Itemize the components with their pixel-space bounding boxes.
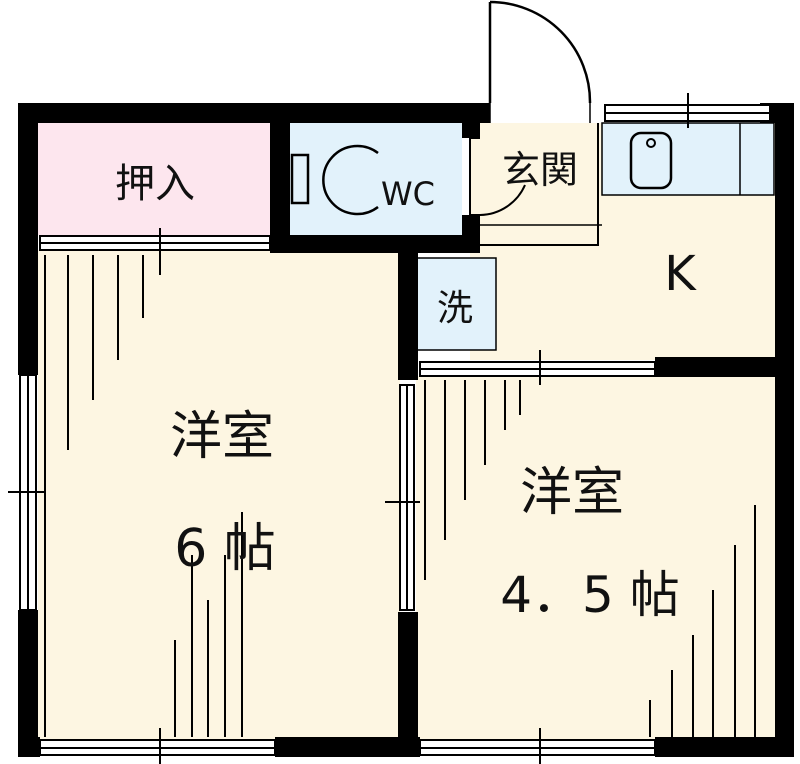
toilet-label: WC: [381, 175, 435, 213]
flooring-lines: [44, 255, 756, 737]
toilet-icon: [290, 144, 379, 216]
western-room-1-label: 洋室: [170, 407, 274, 467]
western-room-2-label: 洋室: [520, 463, 624, 523]
toilet-floor: [290, 123, 462, 235]
room-western-2-floor: [416, 376, 776, 740]
western-room-2-size: 4．5 帖: [500, 566, 680, 624]
kitchen-counter: [601, 122, 775, 196]
closet-floor: [38, 123, 272, 235]
room-western-1-floor: [38, 250, 400, 740]
toilet-door: [469, 137, 526, 216]
walls: [18, 103, 794, 757]
windows: [8, 93, 771, 764]
closet-label: 押入: [115, 161, 195, 207]
laundry-label: 洗: [437, 288, 473, 329]
entrance-door: [488, 0, 592, 123]
kitchen-label: K: [664, 246, 697, 302]
western-room-1-size: 6 帖: [174, 519, 276, 579]
entrance-label: 玄関: [502, 148, 578, 192]
laundry-floor: [415, 257, 497, 351]
sink-icon: [629, 131, 673, 190]
